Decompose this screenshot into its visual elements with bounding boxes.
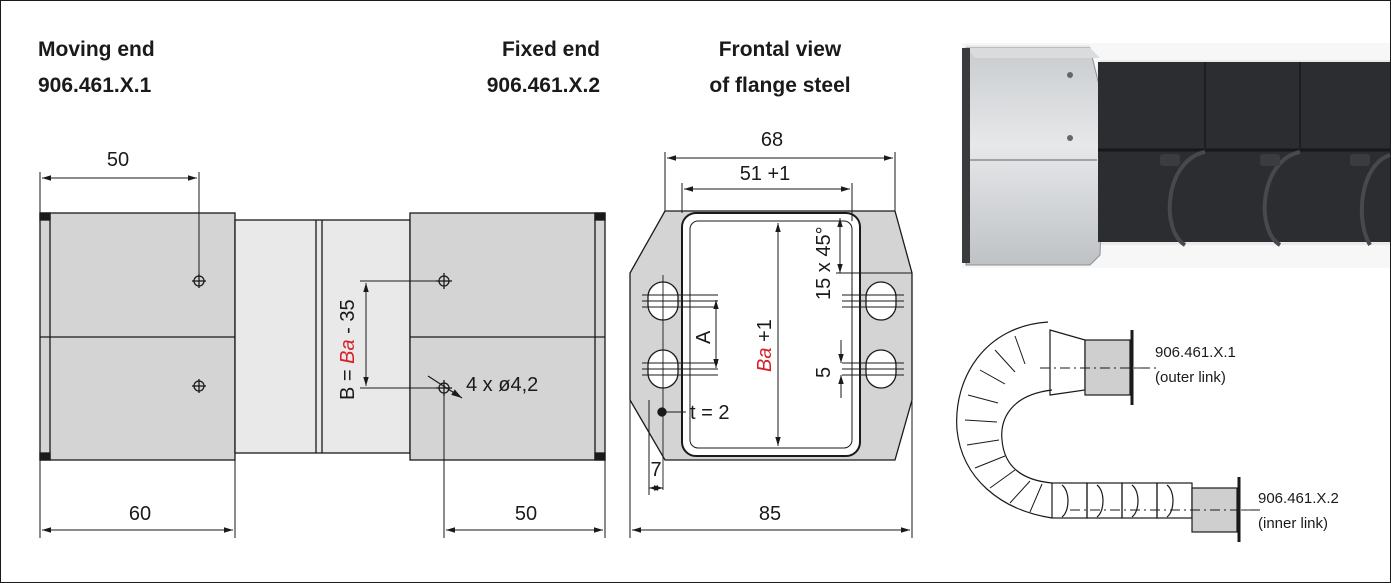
b-ba: Ba [337,339,359,363]
dim-a: A [693,330,715,344]
front-ba-suffix: +1 [754,319,776,347]
dim-68: 68 [761,129,783,151]
dim-slot-5: 5 [813,367,835,378]
dim-51-plus-1: 51 +1 [740,163,791,185]
inner-link-text: (inner link) [1258,515,1328,532]
fixed-end-title: Fixed end [501,38,600,61]
front-ba: Ba [754,348,776,372]
dim-b-formula: B = Ba - 35 [337,299,359,400]
steel-bracket [965,47,1106,266]
moving-end-title: Moving end [38,38,155,61]
dim-ba-plus-1: Ba +1 [754,319,776,372]
dim-50-top: 50 [107,149,129,171]
product-photo [962,43,1391,268]
dim-chamfer: 15 x 45° [813,226,835,300]
fixed-end-code: 906.461.X.2 [486,74,600,97]
side-view [39,172,606,538]
dim-50-bottom: 50 [515,503,537,525]
chain-segment [1098,62,1390,242]
dim-7: 7 [650,459,661,481]
inner-link-code: 906.461.X.2 [1258,490,1339,507]
dim-85: 85 [759,503,781,525]
outer-link-text: (outer link) [1155,369,1226,386]
frontal-view [629,152,913,538]
outer-link-code: 906.461.X.1 [1155,344,1236,361]
frontal-view-title: Frontal view [718,38,842,61]
dim-thickness: t = 2 [690,402,729,424]
dim-60-bottom: 60 [129,503,151,525]
outer-bracket [1084,339,1131,396]
dim-hole-spec: 4 x ø4,2 [466,374,538,396]
chain-schematic [956,318,1260,542]
frontal-view-subtitle: of flange steel [709,74,851,97]
b-suffix: - 35 [337,299,359,339]
b-prefix: B = [337,364,359,400]
moving-end-code: 906.461.X.1 [38,74,152,97]
flange-opening [681,212,861,457]
